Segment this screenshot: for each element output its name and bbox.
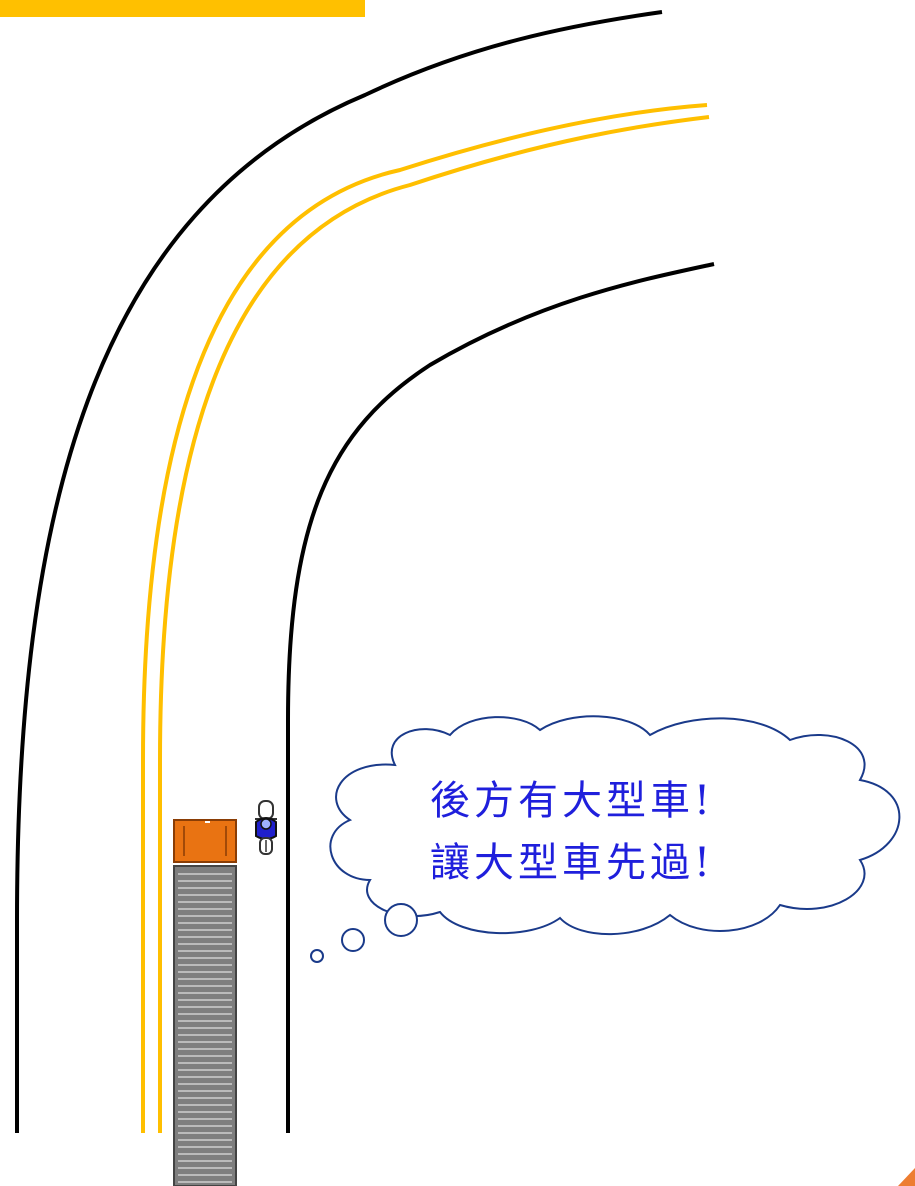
center-line-left [141,103,708,1133]
corner-mark [898,1168,915,1186]
truck-icon [173,819,237,1186]
thought-dot-medium [341,928,365,952]
thought-dot-small [310,949,324,963]
road-edge-inner [286,262,715,1133]
thought-bubble-icon: 後方有大型車! 讓大型車先過! [310,715,901,963]
thought-line-1: 後方有大型車! [430,778,714,824]
thought-dot-large [384,903,418,937]
truck-trailer [173,865,237,1186]
motorcycle-icon [255,800,277,855]
road-edge-outer [15,10,663,1133]
thought-line-2: 讓大型車先過! [430,840,714,886]
top-bar [0,0,365,17]
thought-cloud [329,715,901,936]
center-line-right [158,115,710,1133]
